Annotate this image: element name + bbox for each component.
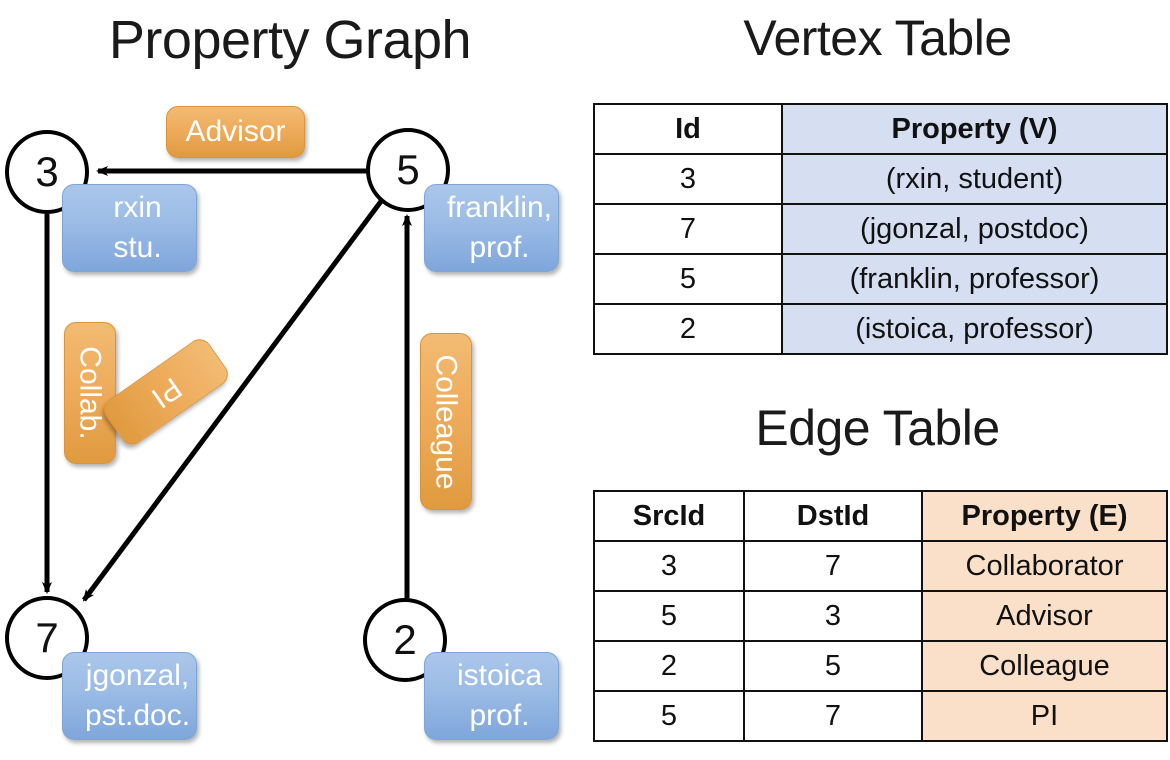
vertex-5-name: franklin, [446,191,553,224]
vertex-5-role: prof. [469,231,530,264]
table-row[interactable]: 2 (istoica, professor) [593,303,1168,355]
edge-property-badge-colleague[interactable]: Colleague [420,333,472,510]
edge-row-2-dst: 5 [743,640,923,692]
vertex-header-id: Id [593,103,783,155]
edge-pi-label: PI [145,370,188,415]
graph-node-3-label: 3 [35,148,59,195]
edge-5-7-arrow [81,198,385,602]
edge-row-0-property: Collaborator [921,540,1168,592]
vertex-7-name: jgonzal, [85,659,190,692]
edge-row-0-src: 3 [593,540,745,592]
edge-table-title: Edge Table [755,400,1000,456]
vertex-row-2-id: 5 [593,253,783,305]
graph-edge-arrows [42,166,412,602]
vertex-table: Id Property (V) 3 (rxin, student) 7 (jgo… [593,103,1168,355]
vertex-header-property: Property (V) [781,103,1168,155]
vertex-2-name: istoica [456,659,543,692]
vertex-row-0-id: 3 [593,153,783,205]
edge-row-1-src: 5 [593,590,745,642]
edge-row-3-property: PI [921,690,1168,742]
edge-row-2-property: Colleague [921,640,1168,692]
vertex-2-role: prof. [469,699,530,732]
edge-advisor-label: Advisor [185,115,286,148]
table-row[interactable]: 5 7 PI [593,690,1168,742]
edge-row-3-dst: 7 [743,690,923,742]
vertex-3-role: stu. [113,231,162,264]
vertex-table-title: Vertex Table [743,10,1012,66]
edge-row-2-src: 2 [593,640,745,692]
edge-row-0-dst: 7 [743,540,923,592]
vertex-row-1-id: 7 [593,203,783,255]
vertex-7-role: pst.doc. [84,699,191,732]
edge-colleague-label: Colleague [430,353,464,490]
table-row[interactable]: 7 (jgonzal, postdoc) [593,203,1168,255]
vertex-row-2-property: (franklin, professor) [781,253,1168,305]
vertex-property-badge-3[interactable]: rxin stu. [62,184,197,272]
graph-node-2-label: 2 [393,616,417,663]
vertex-property-badge-7[interactable]: jgonzal, pst.doc. [62,652,197,740]
edge-collab-label: Collab. [74,346,108,440]
edge-row-3-src: 5 [593,690,745,742]
vertex-property-badge-2[interactable]: istoica prof. [424,652,559,740]
edge-table-header-row: SrcId DstId Property (E) [593,490,1168,542]
table-row[interactable]: 3 (rxin, student) [593,153,1168,205]
vertex-row-1-property: (jgonzal, postdoc) [781,203,1168,255]
edge-header-srcid: SrcId [593,490,745,542]
edge-row-1-dst: 3 [743,590,923,642]
graph-node-7-label: 7 [35,614,59,661]
vertex-row-3-id: 2 [593,303,783,355]
property-graph-title: Property Graph [108,10,472,70]
edge-header-dstid: DstId [743,490,923,542]
vertex-3-name: rxin [113,191,162,224]
graph-node-3[interactable]: 3 [5,130,89,214]
graph-node-5-label: 5 [396,146,420,193]
table-row[interactable]: 3 7 Collaborator [593,540,1168,592]
vertex-row-3-property: (istoica, professor) [781,303,1168,355]
edge-table: SrcId DstId Property (E) 3 7 Collaborato… [593,490,1168,742]
table-row[interactable]: 5 3 Advisor [593,590,1168,642]
edge-property-badge-collab[interactable]: Collab. [64,322,116,464]
table-row[interactable]: 5 (franklin, professor) [593,253,1168,305]
vertex-table-header-row: Id Property (V) [593,103,1168,155]
edge-header-property: Property (E) [921,490,1168,542]
edge-row-1-property: Advisor [921,590,1168,642]
vertex-row-0-property: (rxin, student) [781,153,1168,205]
property-graph-diagram: 3 5 7 2 rxin stu. franklin, prof. jgonza… [0,80,585,760]
table-row[interactable]: 2 5 Colleague [593,640,1168,692]
vertex-property-badge-5[interactable]: franklin, prof. [424,184,559,272]
edge-property-badge-advisor[interactable]: Advisor [166,106,305,158]
